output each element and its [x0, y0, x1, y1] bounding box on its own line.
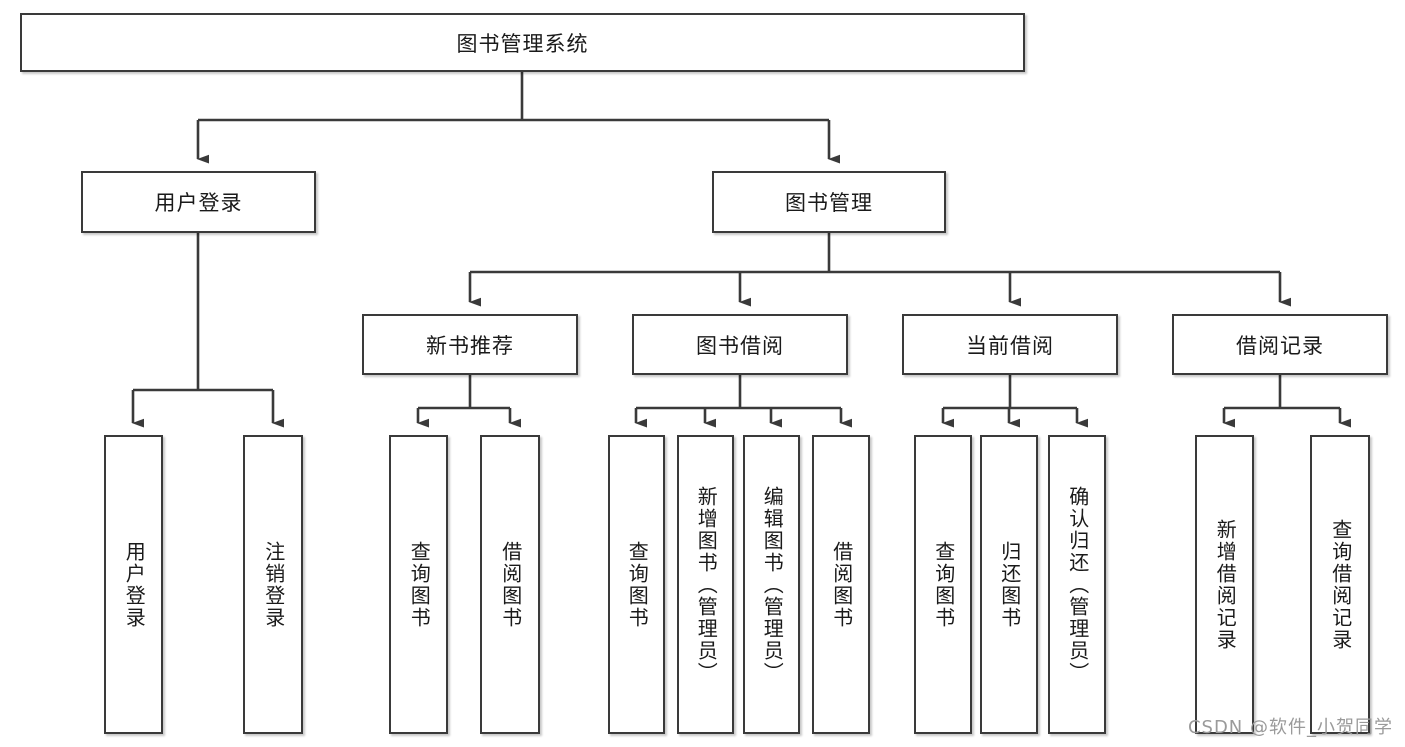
node-borrow-record[interactable]: 借阅记录 — [1172, 314, 1388, 375]
node-leaf-query-book-2[interactable]: 查询图书 — [608, 435, 665, 734]
node-current-borrow-label: 当前借阅 — [966, 333, 1054, 358]
node-leaf-add-record[interactable]: 新增借阅记录 — [1195, 435, 1254, 734]
node-book-manage[interactable]: 图书管理 — [712, 171, 946, 233]
node-leaf-edit-book-label: 编辑图书（管理员） — [760, 485, 785, 684]
node-book-borrow[interactable]: 图书借阅 — [632, 314, 848, 375]
node-leaf-query-book-2-label: 查询图书 — [625, 540, 650, 629]
node-root[interactable]: 图书管理系统 — [20, 13, 1025, 72]
node-book-borrow-label: 图书借阅 — [696, 333, 784, 358]
node-leaf-query-book-1-label: 查询图书 — [407, 540, 432, 629]
node-leaf-user-login[interactable]: 用户登录 — [104, 435, 163, 734]
node-leaf-query-book-1[interactable]: 查询图书 — [389, 435, 448, 734]
node-user-login-label: 用户登录 — [154, 191, 243, 215]
node-leaf-add-book-label: 新增图书（管理员） — [694, 485, 719, 684]
node-leaf-borrow-book-1[interactable]: 借阅图书 — [480, 435, 540, 734]
node-leaf-user-logout-label: 注销登录 — [261, 540, 286, 629]
node-leaf-add-book[interactable]: 新增图书（管理员） — [677, 435, 734, 734]
node-leaf-confirm-return-label: 确认归还（管理员） — [1065, 485, 1090, 684]
watermark: CSDN @软件_小贺同学 — [1187, 717, 1393, 738]
node-leaf-return-book-label: 归还图书 — [997, 540, 1022, 629]
node-leaf-borrow-book-1-label: 借阅图书 — [498, 540, 523, 629]
node-root-label: 图书管理系统 — [456, 31, 589, 56]
node-leaf-user-login-label: 用户登录 — [122, 540, 147, 629]
node-leaf-confirm-return[interactable]: 确认归还（管理员） — [1048, 435, 1106, 734]
node-leaf-return-book[interactable]: 归还图书 — [980, 435, 1038, 734]
node-leaf-borrow-book-2-label: 借阅图书 — [829, 540, 854, 629]
node-borrow-record-label: 借阅记录 — [1236, 333, 1324, 358]
node-leaf-query-book-3[interactable]: 查询图书 — [914, 435, 972, 734]
node-leaf-query-book-3-label: 查询图书 — [931, 540, 956, 629]
node-book-manage-label: 图书管理 — [785, 191, 873, 215]
node-leaf-edit-book[interactable]: 编辑图书（管理员） — [743, 435, 800, 734]
node-new-book-rec[interactable]: 新书推荐 — [362, 314, 578, 375]
node-current-borrow[interactable]: 当前借阅 — [902, 314, 1118, 375]
node-leaf-add-record-label: 新增借阅记录 — [1213, 518, 1238, 651]
node-new-book-rec-label: 新书推荐 — [426, 333, 514, 358]
node-leaf-query-record[interactable]: 查询借阅记录 — [1310, 435, 1370, 734]
node-user-login[interactable]: 用户登录 — [81, 171, 316, 233]
node-leaf-borrow-book-2[interactable]: 借阅图书 — [812, 435, 870, 734]
node-leaf-query-record-label: 查询借阅记录 — [1328, 518, 1353, 651]
node-leaf-user-logout[interactable]: 注销登录 — [243, 435, 303, 734]
